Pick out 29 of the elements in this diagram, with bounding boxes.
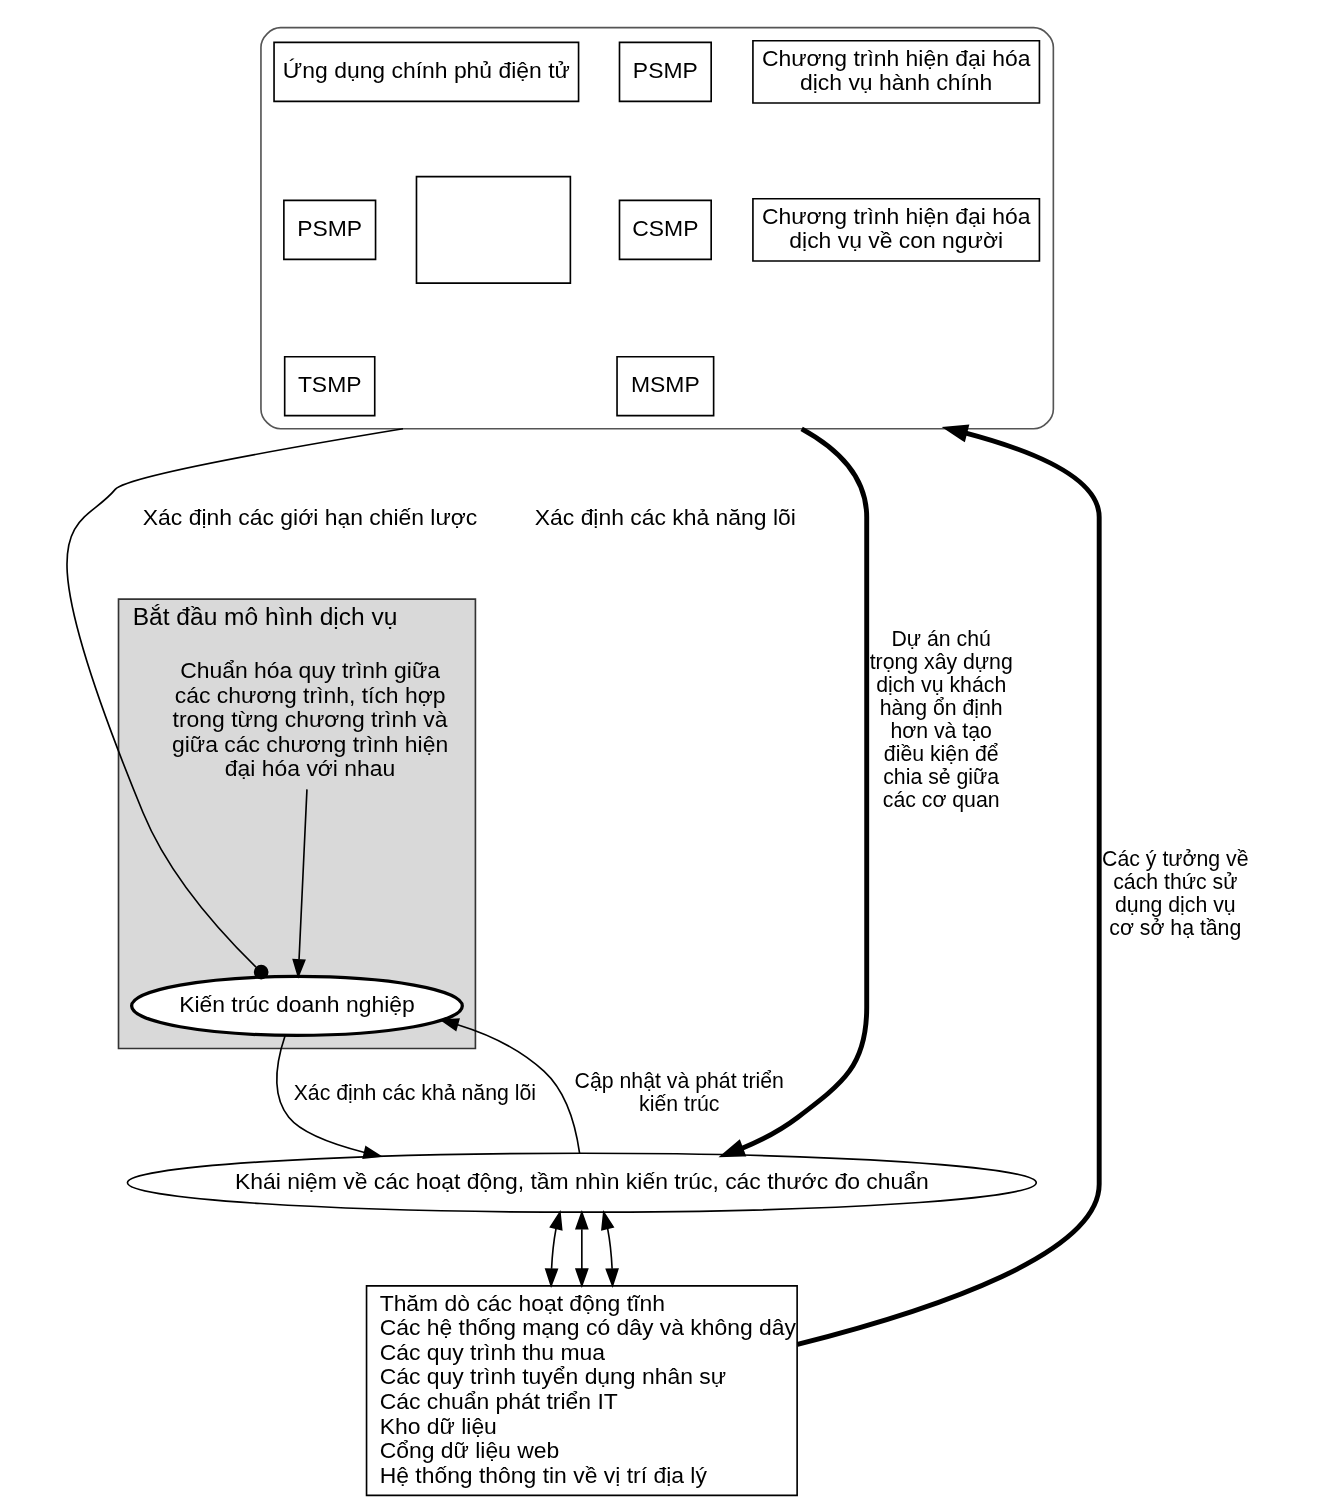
- node-box: MSMP: [616, 355, 715, 417]
- arrow: [439, 1018, 581, 1155]
- node-box: CSMP: [618, 199, 712, 261]
- arrow: [574, 1209, 589, 1288]
- edge-label: Dự án chú trọng xây dựng dịch vụ khách hàng ổn định hơn và tạo điều kiện để chia sẻ giữa các cơ quan: [869, 627, 1013, 812]
- node-ellipse: Kiến trúc doanh nghiệp: [130, 974, 464, 1037]
- edge-label: Cập nhật và phát triển kiến trúc: [574, 1069, 784, 1117]
- arrow: [276, 1034, 383, 1159]
- label: Xác định các giới hạn chiến lược: [142, 503, 478, 530]
- node-box: Ứng dụng chính phủ điện tử: [273, 41, 580, 103]
- node-box: PSMP: [618, 41, 712, 103]
- node-text: Chuẩn hóa quy trình giữa các chương trình, tích hợp trong từng chương trình và giữa các chương trình hiện đại hóa với nhau: [171, 656, 449, 782]
- label: Xác định các khả năng lõi: [534, 503, 796, 530]
- node-box: PSMP: [283, 199, 377, 261]
- node-box: [415, 175, 572, 284]
- node-box: TSMP: [283, 355, 376, 417]
- node-box: Chương trình hiện đại hóa dịch vụ hành chính: [752, 39, 1041, 104]
- edge-label: Các ý tưởng về cách thức sử dụng dịch vụ cơ sở hạ tầng: [1102, 846, 1249, 940]
- node-box: Chương trình hiện đại hóa dịch vụ về con người: [752, 197, 1041, 262]
- connector: [66, 427, 404, 980]
- node-ellipse: Khái niệm về các hoạt động, tầm nhìn kiến trúc, các thước đo chuẩn: [126, 1152, 1038, 1213]
- edge-label: Xác định các khả năng lõi: [293, 1080, 537, 1105]
- arrow: [796, 424, 1102, 1347]
- arrow: [718, 426, 870, 1158]
- cluster: [260, 26, 1055, 430]
- arrow: [601, 1209, 619, 1288]
- node-box: Thăm dò các hoạt động tĩnh Các hệ thống mạng có dây và không dây Các quy trình thu mua Các quy trình tuyển dụng nhân sự Các chuẩn phát triển IT Kho dữ liệu Cổng dữ liệu web Hệ thống thông tin về vị trí địa lý: [365, 1285, 798, 1497]
- arrow: [292, 788, 308, 979]
- arrow: [544, 1209, 563, 1288]
